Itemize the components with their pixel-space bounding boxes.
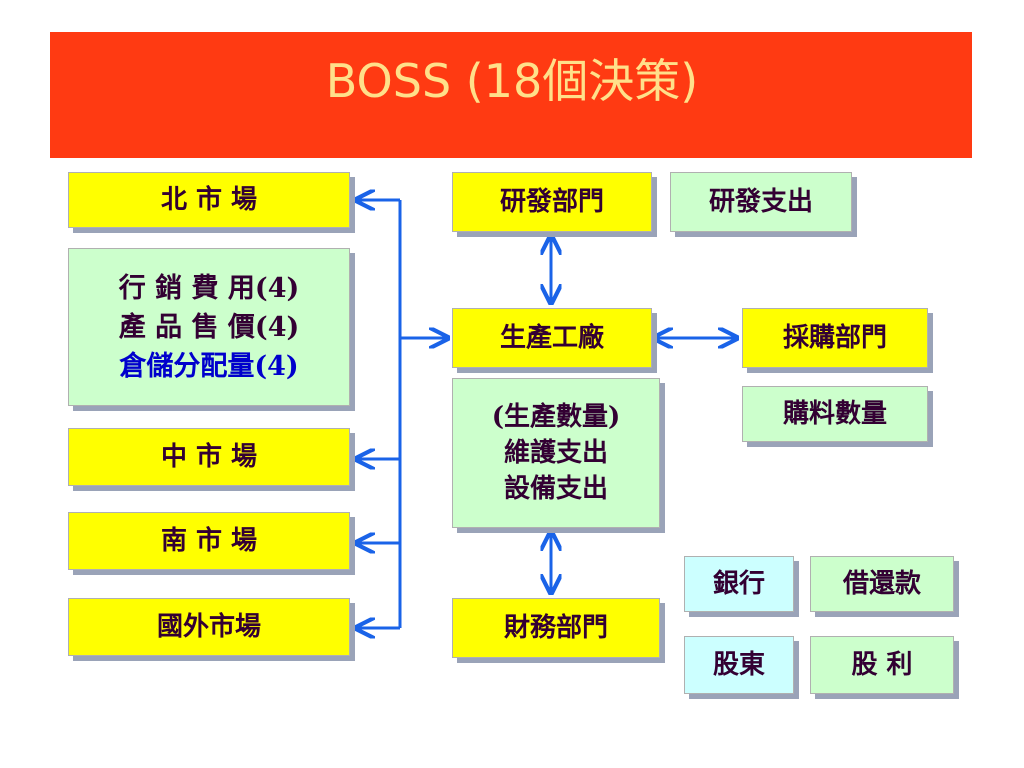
finance-department-box: 財務部門 (452, 598, 660, 658)
product-price-text: 產 品 售 價(4) (118, 311, 300, 343)
marketing-expense-text: 行 銷 費 用(4) (118, 272, 300, 304)
dividend-label: 股 利 (851, 650, 913, 680)
title-banner (50, 32, 972, 158)
north-market-label: 北 市 場 (160, 185, 258, 215)
page-title: BOSS (18個決策) (325, 54, 699, 108)
factory-box: 生產工廠 (452, 308, 652, 368)
dividend-box: 股 利 (810, 636, 954, 694)
material-purchase-label: 購料數量 (782, 399, 887, 429)
maintenance-expense-text: 維護支出 (503, 438, 608, 468)
rd-expense-label: 研發支出 (708, 187, 813, 217)
rd-department-label: 研發部門 (499, 187, 604, 217)
central-market-label: 中 市 場 (160, 442, 258, 472)
material-purchase-box: 購料數量 (742, 386, 928, 442)
central-market-box: 中 市 場 (68, 428, 350, 486)
warehouse-allocation-text: 倉儲分配量(4) (119, 350, 299, 382)
finance-department-label: 財務部門 (503, 613, 608, 643)
production-quantity-text: (生產數量) (491, 402, 621, 432)
factory-decisions-box: (生產數量) 維護支出 設備支出 (452, 378, 660, 528)
loan-repayment-box: 借還款 (810, 556, 954, 612)
loan-repayment-label: 借還款 (842, 569, 921, 599)
rd-department-box: 研發部門 (452, 172, 652, 232)
shareholders-label: 股東 (712, 650, 765, 680)
factory-label: 生產工廠 (499, 323, 604, 353)
rd-expense-box: 研發支出 (670, 172, 852, 232)
foreign-market-box: 國外市場 (68, 598, 350, 656)
south-market-label: 南 市 場 (160, 526, 258, 556)
foreign-market-label: 國外市場 (156, 612, 261, 642)
south-market-box: 南 市 場 (68, 512, 350, 570)
marketing-decisions-box: 行 銷 費 用(4) 產 品 售 價(4) 倉儲分配量(4) (68, 248, 350, 406)
bank-box: 銀行 (684, 556, 794, 612)
equipment-expense-text: 設備支出 (503, 474, 608, 504)
purchasing-department-label: 採購部門 (782, 323, 887, 353)
purchasing-department-box: 採購部門 (742, 308, 928, 368)
bank-label: 銀行 (712, 569, 765, 599)
north-market-box: 北 市 場 (68, 172, 350, 228)
shareholders-box: 股東 (684, 636, 794, 694)
